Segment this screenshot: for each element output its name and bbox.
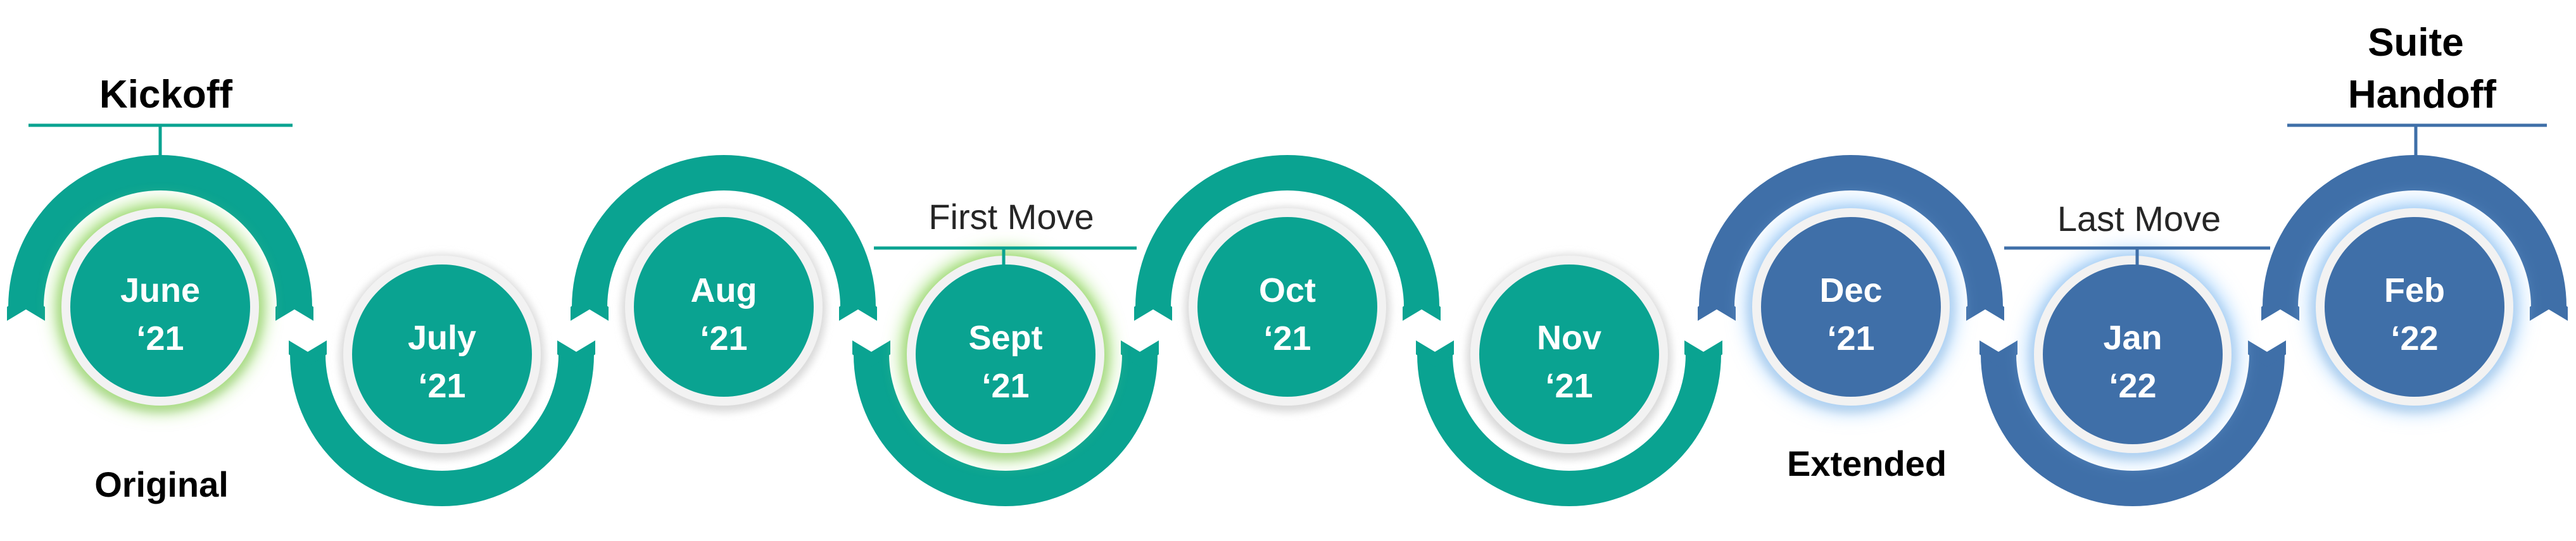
timeline-arc-segment [8, 155, 312, 307]
extended-label: Extended [1787, 444, 1947, 483]
milestone-disc [2043, 264, 2223, 444]
milestone-disc [70, 217, 250, 397]
timeline-wave-track [7, 155, 2568, 506]
timeline-arc-chevron [1121, 340, 1159, 367]
timeline-arc-chevron [2530, 294, 2568, 321]
suite-handoff-label-line2: Handoff [2348, 73, 2497, 116]
milestone-node: Sept ‘21 [902, 251, 1109, 459]
timeline-arc-segment [1135, 155, 1439, 307]
timeline-arc-chevron [571, 294, 609, 321]
milestone-year: ‘21 [1545, 367, 1593, 405]
last-move-callout: Last Move [2004, 199, 2270, 294]
last-move-label: Last Move [2057, 199, 2221, 239]
milestone-month: Sept [968, 319, 1042, 357]
milestone-node: July ‘21 [339, 254, 545, 459]
timeline-arc-segment [1981, 354, 2285, 506]
milestone-year: ‘22 [2109, 367, 2156, 405]
timeline-arc-chevron [275, 294, 313, 321]
milestone-node: Dec ‘21 [1747, 203, 1955, 412]
milestone-disc [916, 264, 1095, 444]
kickoff-callout: Kickoff [28, 73, 293, 166]
timeline-arc-segment [854, 354, 1158, 506]
timeline-arc-chevron [839, 294, 877, 321]
milestone-disc [2325, 217, 2504, 397]
timeline-arc-chevron [1684, 340, 1722, 367]
milestone-disc [1197, 217, 1377, 397]
timeline-arc-segment [572, 155, 876, 307]
milestone-month: Oct [1259, 271, 1316, 309]
milestone-node: Jan ‘22 [2029, 251, 2237, 459]
timeline-arc-chevron [557, 340, 595, 367]
milestone-node: Aug ‘21 [621, 207, 826, 412]
suite-handoff-callout: Suite Handoff [2287, 21, 2547, 166]
milestone-year: ‘21 [136, 320, 184, 358]
milestone-node: June ‘21 [56, 203, 264, 412]
milestone-month: Dec [1819, 271, 1882, 309]
milestone-year: ‘22 [2390, 320, 2438, 358]
original-label: Original [94, 464, 229, 504]
suite-handoff-label-line1: Suite [2368, 21, 2464, 65]
timeline-arc-segment [1417, 354, 1721, 506]
milestone-node: Nov ‘21 [1467, 254, 1672, 459]
milestone-node: Feb ‘22 [2311, 203, 2518, 412]
milestone-year: ‘21 [1263, 320, 1311, 358]
timeline-arc-chevron [1966, 294, 2004, 321]
timeline-arc-chevron [7, 294, 45, 321]
milestone-month: Jan [2103, 319, 2162, 357]
timeline-arc-chevron [2261, 294, 2299, 321]
timeline-arc-chevron [1698, 294, 1736, 321]
milestone-disc [634, 217, 814, 397]
milestone-year: ‘21 [700, 320, 747, 358]
timeline-arc-segment [2263, 155, 2567, 307]
milestone-node: Oct ‘21 [1185, 207, 1390, 412]
timeline-arc-chevron [852, 340, 890, 367]
milestone-year: ‘21 [982, 367, 1029, 405]
timeline-arc-chevron [2248, 340, 2286, 367]
first-move-label: First Move [928, 197, 1094, 237]
timeline-arc-chevron [1979, 340, 2017, 367]
milestone-month: Feb [2384, 271, 2445, 309]
milestone-month: Nov [1537, 319, 1601, 357]
milestone-disc [352, 264, 532, 444]
timeline-arc-segment [1699, 155, 2003, 307]
timeline-arc-chevron [289, 340, 327, 367]
milestone-year: ‘21 [1827, 320, 1874, 358]
milestone-month: Aug [691, 271, 757, 309]
timeline-arc-segment [290, 354, 594, 506]
milestone-month: July [408, 319, 476, 357]
timeline-arc-chevron [1134, 294, 1172, 321]
first-move-callout: First Move [874, 197, 1137, 294]
milestone-disc [1761, 217, 1941, 397]
kickoff-label: Kickoff [99, 73, 232, 116]
milestone-year: ‘21 [418, 367, 465, 405]
timeline-arc-chevron [1403, 294, 1441, 321]
timeline-arc-chevron [1416, 340, 1454, 367]
milestone-month: June [120, 271, 200, 309]
milestone-disc [1479, 264, 1659, 444]
